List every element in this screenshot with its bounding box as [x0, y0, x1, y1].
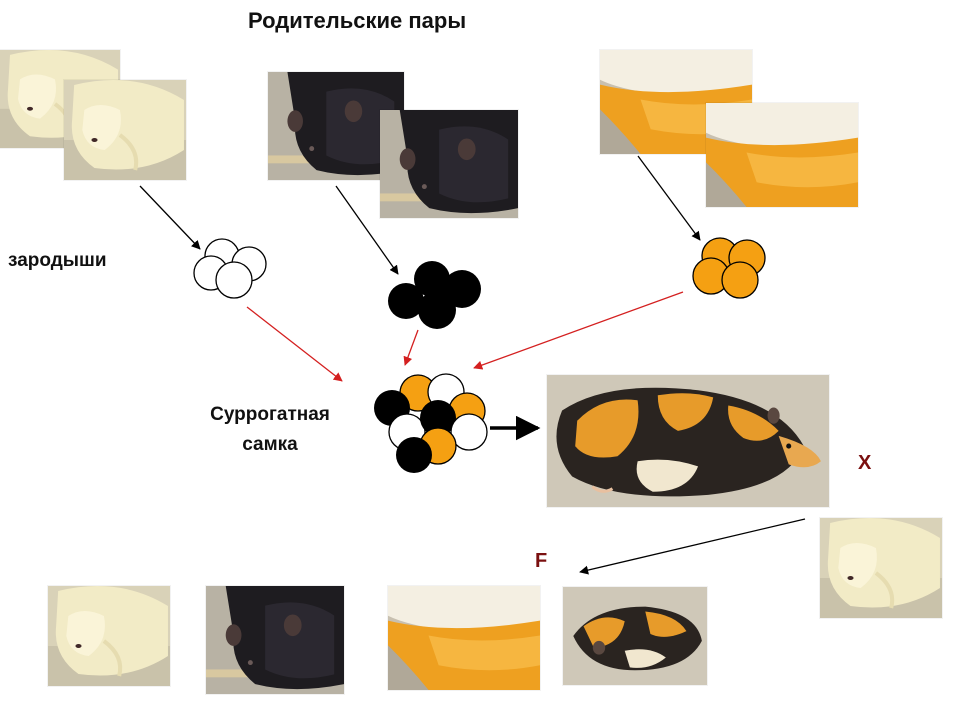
- orange-parent-mouse-photo-2: [706, 103, 858, 207]
- chimeric-embryo-aggregate: [374, 373, 488, 473]
- embryo-cell: [427, 373, 465, 411]
- surrogate-label-line1: Суррогатная: [210, 404, 330, 425]
- arrow-orange-parents-to-embryos: [637, 155, 701, 241]
- offspring-white-mouse-photo: [48, 586, 170, 686]
- embryo-cell: [388, 283, 424, 319]
- page-title: Родительские пары: [248, 8, 467, 33]
- embryo-cell: [388, 413, 426, 451]
- embryo-cell: [418, 291, 456, 329]
- surrogate-label-line2: самка: [242, 434, 298, 455]
- white-parent-mouse-photo-2: [64, 80, 186, 180]
- arrow-cross-to-offspring: [579, 518, 806, 575]
- embryo-cell: [692, 257, 730, 295]
- embryo-cell: [419, 427, 457, 465]
- embryo-cell: [450, 413, 488, 451]
- black-parent-mouse-photo-2: [380, 110, 518, 218]
- red-arrow-orange-embryos: [473, 291, 684, 370]
- embryos-label: зародыши: [8, 250, 107, 271]
- orange-embryo-cluster: [692, 237, 766, 299]
- cross-symbol: X: [858, 452, 872, 474]
- chimera-mouse-photo: [547, 375, 829, 507]
- embryo-cell: [701, 237, 739, 275]
- offspring-generation-label: F: [535, 550, 548, 572]
- embryo-cell: [420, 400, 456, 436]
- embryo-cell: [374, 390, 410, 426]
- surrogate-female-label: Суррогатная самка: [190, 400, 350, 460]
- offspring-chimera-mouse-photo: [563, 587, 707, 685]
- embryo-cell: [443, 270, 481, 308]
- embryo-cell: [193, 255, 229, 291]
- embryo-cell: [204, 238, 240, 274]
- embryo-cell: [728, 239, 766, 277]
- red-arrow-black-embryos: [403, 329, 419, 366]
- white-embryo-cluster: [193, 238, 267, 299]
- embryo-cell: [231, 246, 267, 282]
- embryo-cell: [215, 261, 253, 299]
- embryo-cell: [414, 261, 450, 297]
- embryo-cell: [399, 374, 437, 412]
- embryo-cell: [396, 437, 432, 473]
- black-embryo-cluster: [388, 261, 481, 329]
- cross-partner-white-mouse-photo: [820, 518, 942, 618]
- embryo-cell: [448, 392, 486, 430]
- embryo-cell: [721, 261, 759, 299]
- offspring-orange-mouse-photo: [388, 586, 540, 690]
- red-arrow-white-embryos: [246, 306, 343, 382]
- offspring-black-mouse-photo: [206, 586, 344, 694]
- arrow-white-parents-to-embryos: [139, 185, 201, 250]
